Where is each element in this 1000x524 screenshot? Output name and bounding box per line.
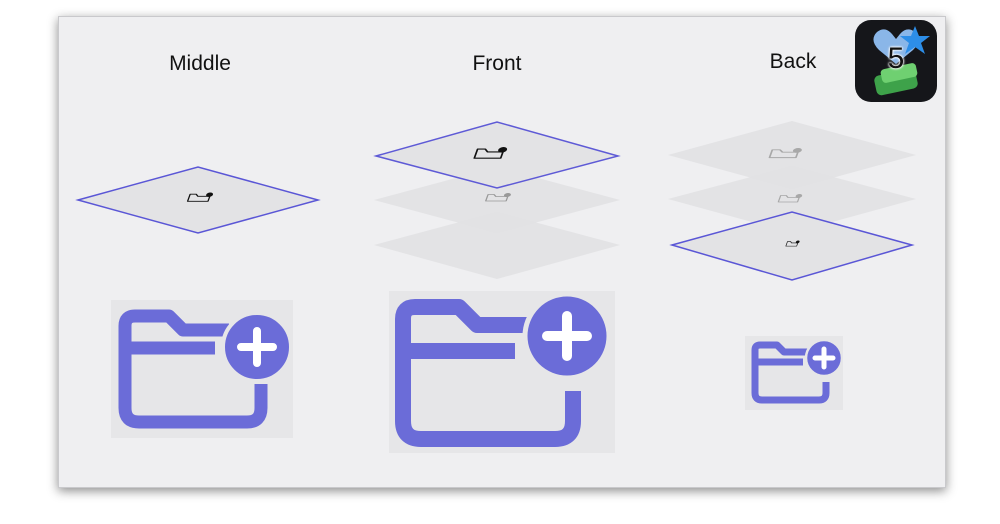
app-badge-icon [873,26,930,96]
app-badge: 5 [855,20,937,102]
back-plane-top [668,121,916,189]
front-plane-top [373,121,621,189]
front-plane-middle [374,167,620,233]
back-plane-middle [668,166,916,233]
folder-plus-icon-front [389,291,615,453]
folder-plus-icon-middle [111,300,293,438]
back-label: Back [769,50,817,73]
middle-plane [75,166,321,234]
middle-label: Middle [169,52,231,75]
folder-plus-icon-back [745,336,843,410]
back-stack [668,121,916,281]
middle-stack [75,166,321,234]
front-plane-bottom [374,212,620,279]
front-stack [373,121,621,279]
front-label: Front [472,52,522,75]
badge-number: 5 [887,42,905,75]
